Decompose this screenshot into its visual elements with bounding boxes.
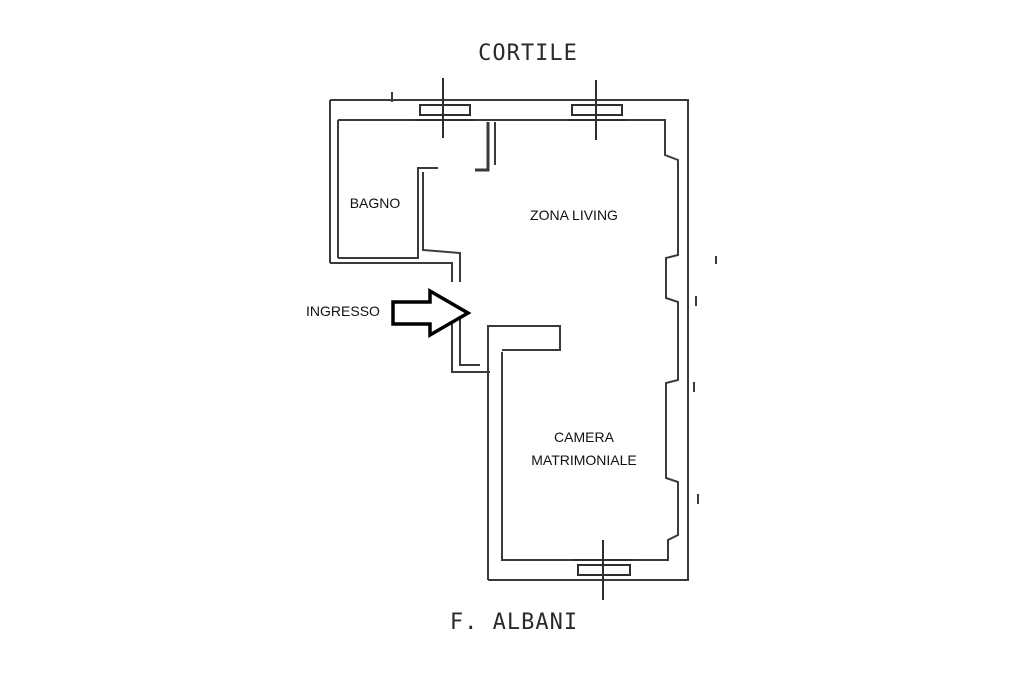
street-label: F. ALBANI [450,610,578,635]
window-top-left [415,78,475,138]
wall-ticks [391,92,717,504]
entrance-walls [451,312,561,373]
outer-walls [329,99,689,581]
courtyard-label: CORTILE [478,41,578,66]
room-label-matrimoniale: MATRIMONIALE [531,452,637,468]
room-label-camera: CAMERA [554,429,615,445]
window-bottom [572,540,634,600]
window-top-right [568,80,628,140]
room-label-zona-living: ZONA LIVING [530,207,618,223]
entrance-arrow-icon [391,287,472,339]
room-label-ingresso: INGRESSO [306,303,380,319]
room-label-bagno: BAGNO [350,195,401,211]
bathroom-walls [330,122,496,282]
